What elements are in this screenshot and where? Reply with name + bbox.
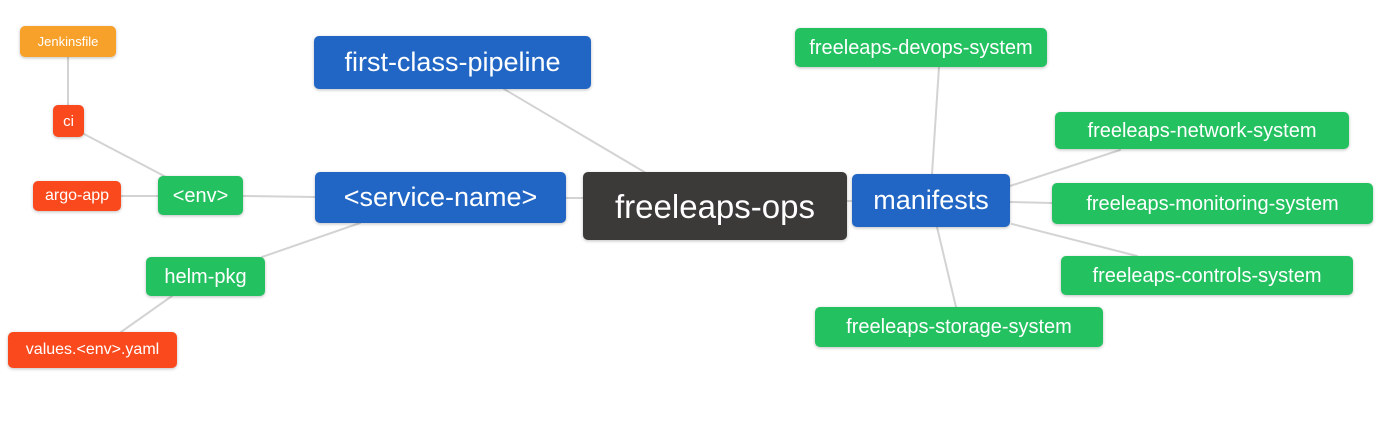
edge-pipeline-root	[503, 88, 647, 174]
node-network-system[interactable]: freeleaps-network-system	[1055, 112, 1349, 149]
edge-manifests-storage	[936, 226, 957, 308]
node-jenkinsfile[interactable]: Jenkinsfile	[20, 26, 116, 57]
node-env[interactable]: <env>	[158, 176, 243, 215]
node-manifests[interactable]: manifests	[852, 174, 1010, 227]
edge-values-helm-pkg	[120, 295, 173, 333]
edge-helm-pkg-service-name	[261, 222, 361, 258]
edge-manifests-network	[1009, 149, 1121, 187]
edge-manifests-monitoring	[1009, 201, 1053, 204]
node-storage-system[interactable]: freeleaps-storage-system	[815, 307, 1103, 347]
node-first-class-pipeline[interactable]: first-class-pipeline	[314, 36, 591, 89]
node-controls-system[interactable]: freeleaps-controls-system	[1061, 256, 1353, 295]
edge-env-service-name	[242, 195, 316, 198]
edge-ci-env	[83, 133, 167, 178]
node-values-env-yaml[interactable]: values.<env>.yaml	[8, 332, 177, 368]
node-ci[interactable]: ci	[53, 105, 84, 137]
node-monitoring-system[interactable]: freeleaps-monitoring-system	[1052, 183, 1373, 224]
edge-manifests-controls	[1011, 223, 1138, 257]
node-root-freeleaps-ops[interactable]: freeleaps-ops	[583, 172, 847, 240]
node-argo-app[interactable]: argo-app	[33, 181, 121, 211]
node-helm-pkg[interactable]: helm-pkg	[146, 257, 265, 296]
node-devops-system[interactable]: freeleaps-devops-system	[795, 28, 1047, 67]
edge-manifests-devops	[931, 66, 940, 175]
node-service-name[interactable]: <service-name>	[315, 172, 566, 223]
